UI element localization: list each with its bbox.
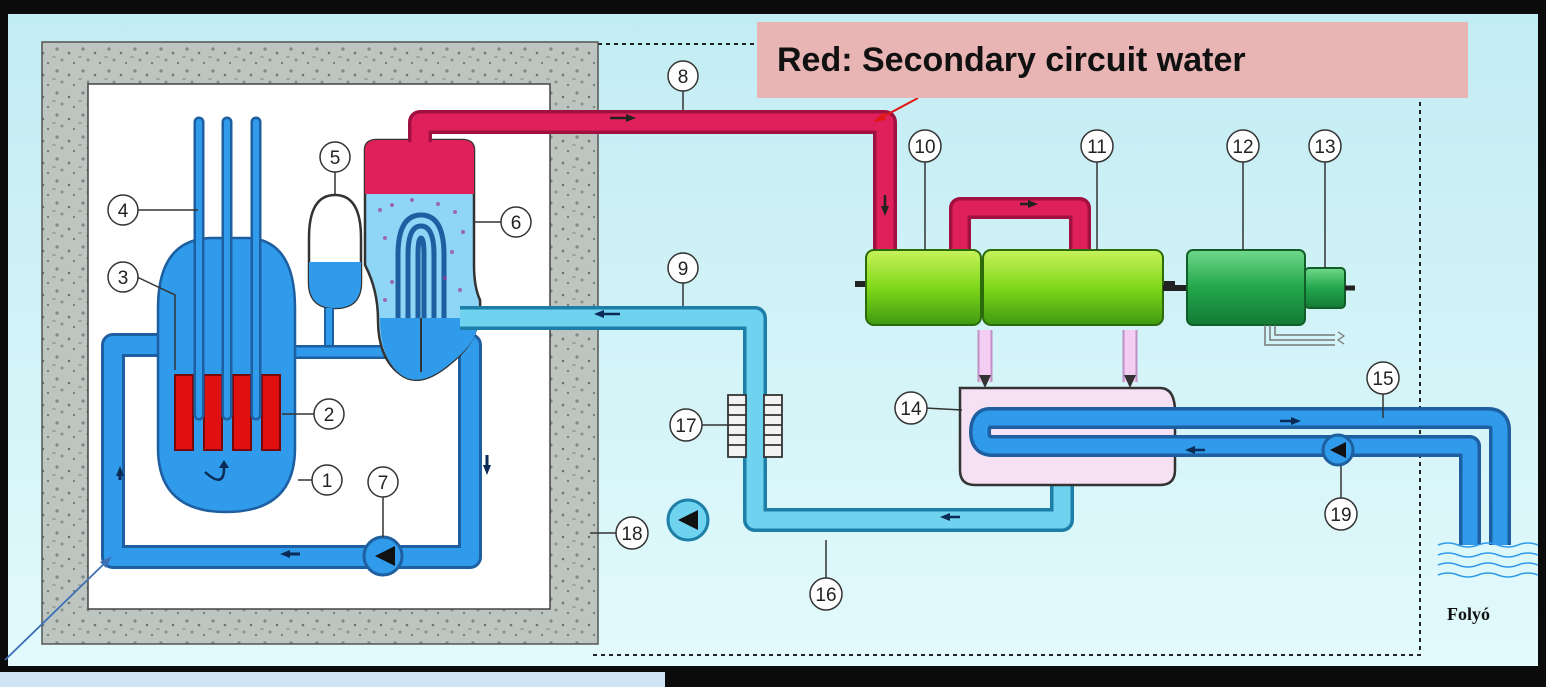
label-9: 9 [667, 252, 699, 306]
steam-turbine [855, 249, 1175, 326]
feedwater-heater [727, 394, 783, 458]
label-2: 2 [282, 398, 345, 430]
feedwater-line [460, 306, 1074, 532]
label-18: 18 [590, 516, 649, 550]
label-16: 16 [809, 540, 843, 611]
label-11: 11 [1080, 129, 1114, 250]
label-10: 10 [908, 129, 942, 250]
label-15-text: 15 [1372, 369, 1393, 390]
label-6-text: 6 [511, 213, 522, 234]
feed-pump [666, 498, 710, 542]
label-2-text: 2 [324, 405, 335, 426]
label-10-text: 10 [914, 137, 935, 158]
label-15: 15 [1366, 361, 1400, 418]
label-1-text: 1 [322, 471, 333, 492]
label-8-text: 8 [678, 67, 689, 88]
label-19: 19 [1324, 466, 1358, 531]
label-19-text: 19 [1330, 505, 1351, 526]
label-4-text: 4 [118, 201, 129, 222]
label-7: 7 [367, 466, 399, 537]
label-3: 3 [107, 261, 176, 370]
label-11-text: 11 [1087, 137, 1107, 158]
secondary-circuit-callout: Red: Secondary circuit water [757, 22, 1468, 98]
fuel-assemblies [174, 374, 281, 451]
label-3-text: 3 [118, 268, 129, 289]
generator [1163, 249, 1355, 346]
cooling-water-line [969, 407, 1511, 545]
label-5: 5 [319, 141, 351, 195]
label-9-text: 9 [678, 259, 689, 280]
label-7-text: 7 [378, 473, 389, 494]
label-13: 13 [1308, 129, 1342, 268]
main-circulation-pump [362, 535, 404, 577]
site-boundary [590, 43, 1421, 656]
label-12: 12 [1226, 129, 1260, 250]
label-13-text: 13 [1314, 137, 1335, 158]
steam-line [408, 110, 1091, 258]
label-4: 4 [107, 194, 198, 226]
label-16-text: 16 [815, 585, 836, 606]
label-12-text: 12 [1232, 137, 1253, 158]
river-water [1437, 542, 1539, 578]
label-14: 14 [894, 391, 963, 425]
label-5-text: 5 [330, 148, 341, 169]
component-labels: 1 2 3 4 5 6 7 8 9 10 11 12 13 14 15 16 1… [107, 60, 1400, 611]
label-17-text: 17 [675, 416, 696, 437]
pressurizer [307, 193, 363, 345]
label-1: 1 [298, 464, 343, 496]
steam-generator [363, 138, 482, 382]
label-8: 8 [667, 60, 699, 110]
river-label: Folyó [1447, 604, 1490, 624]
label-6: 6 [474, 206, 532, 238]
label-14-text: 14 [900, 399, 922, 420]
primary-circuit-callout [0, 672, 665, 687]
reactor-vessel [156, 116, 297, 514]
label-17: 17 [669, 408, 728, 442]
cooling-water-pump [1321, 433, 1355, 467]
label-18-text: 18 [621, 524, 642, 545]
